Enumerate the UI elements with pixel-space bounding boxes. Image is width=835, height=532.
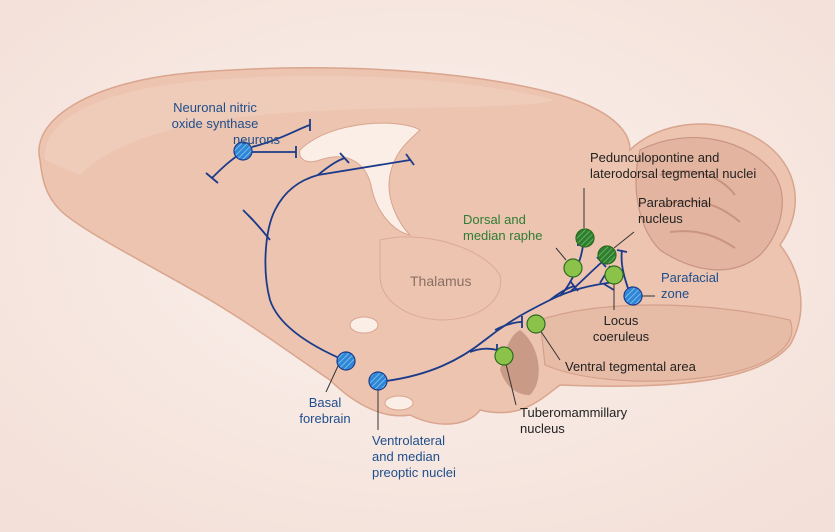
- vlpo-node[interactable]: [368, 371, 388, 391]
- nnos-projection: [251, 124, 311, 148]
- label-nnos: Neuronal nitric oxide synthase neurons: [155, 100, 280, 148]
- label-line: median raphe: [463, 228, 543, 243]
- label-line: Parafacial: [661, 270, 719, 285]
- label-thalamus: Thalamus: [410, 273, 472, 289]
- label-line: Ventrolateral: [372, 433, 445, 448]
- label-line: and median: [372, 449, 440, 464]
- label-line: oxide synthase: [171, 116, 259, 131]
- label-line: forebrain: [299, 411, 351, 426]
- vta-node[interactable]: [526, 314, 546, 334]
- tmn-node[interactable]: [494, 346, 514, 366]
- label-raphe: Dorsal and median raphe: [463, 212, 543, 244]
- label-line: Neuronal nitric: [173, 100, 257, 115]
- label-parabrachial: Parabrachial nucleus: [638, 195, 711, 227]
- parabrachial-node[interactable]: [597, 245, 617, 265]
- label-line: Locus: [603, 313, 639, 328]
- label-line: nucleus: [520, 421, 565, 436]
- label-basal-forebrain: Basal forebrain: [290, 395, 360, 427]
- label-line: preoptic nuclei: [372, 465, 456, 480]
- brain-shape: [38, 67, 802, 425]
- label-line: Pedunculopontine and: [590, 150, 720, 165]
- label-line: Basal: [308, 395, 342, 410]
- basal-forebrain-node[interactable]: [336, 351, 356, 371]
- label-vlpo: Ventrolateral and median preoptic nuclei: [372, 433, 456, 481]
- label-line: nucleus: [638, 211, 683, 226]
- label-line: zone: [661, 286, 690, 301]
- label-locus-coeruleus: Locus coeruleus: [592, 313, 650, 345]
- label-line: Parabrachial: [638, 195, 711, 210]
- leader-lines: [325, 188, 655, 430]
- label-parafacial: Parafacial zone: [661, 270, 719, 302]
- label-line: Dorsal and: [463, 212, 526, 227]
- label-line: Tuberomammillary: [520, 405, 628, 420]
- label-tmn: Tuberomammillary nucleus: [520, 405, 627, 437]
- raphe-node[interactable]: [563, 258, 583, 278]
- label-line: neurons: [233, 132, 280, 147]
- label-line: Ventral tegmental area: [565, 359, 696, 374]
- label-line: laterodorsal tegmental nuclei: [590, 166, 757, 181]
- parafacial-node[interactable]: [623, 286, 643, 306]
- ppt-ldt-node[interactable]: [575, 228, 595, 248]
- label-line: coeruleus: [592, 329, 650, 344]
- locus-coeruleus-node[interactable]: [604, 265, 624, 285]
- label-vta: Ventral tegmental area: [565, 359, 696, 375]
- label-ppt-ldt: Pedunculopontine and laterodorsal tegmen…: [590, 150, 756, 182]
- nnos-node[interactable]: [233, 141, 253, 161]
